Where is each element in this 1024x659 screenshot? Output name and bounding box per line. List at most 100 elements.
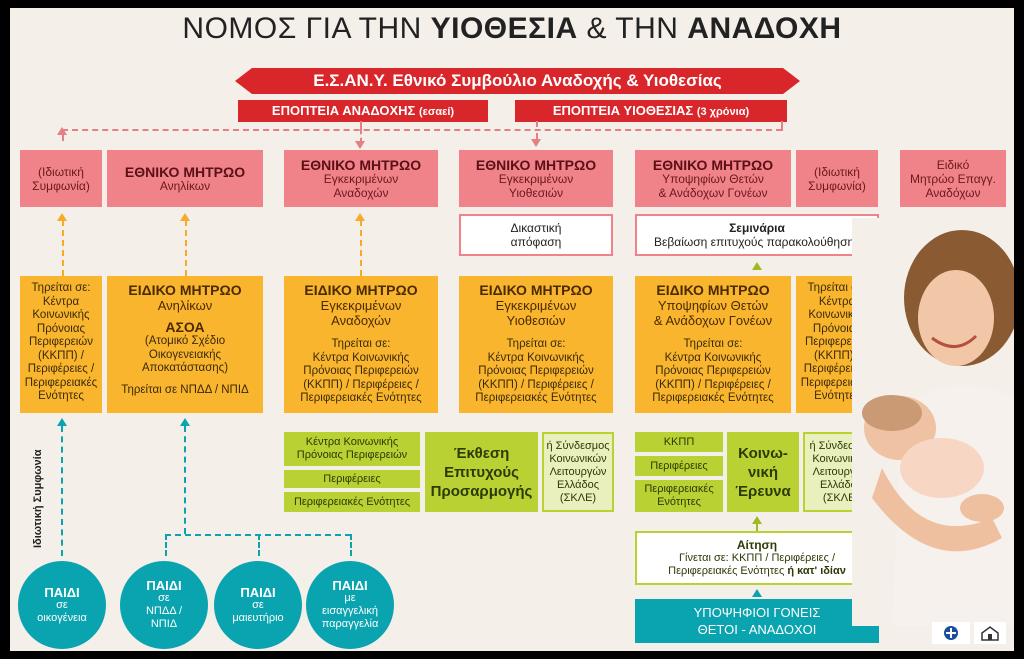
child-title: ΠΑΙΔΙ bbox=[332, 578, 368, 593]
special-registry-foster: ΕΙΔΙΚΟ ΜΗΤΡΩΟ Εγκεκριμένων Αναδοχών Τηρε… bbox=[284, 276, 438, 413]
text-line: σε bbox=[158, 592, 170, 604]
private-agreement-label: Ιδιωτική Συμφωνία bbox=[32, 449, 44, 549]
text-line: Συμφωνία) bbox=[32, 178, 90, 193]
text-line: Ενότητες bbox=[38, 390, 84, 402]
text-line: Πρόνοιας bbox=[812, 322, 862, 335]
text-line: ΝΠΙΔ bbox=[150, 618, 178, 630]
text-line: Προσαρμογής bbox=[430, 482, 533, 500]
court-decision: Δικαστική απόφαση bbox=[459, 214, 613, 256]
text-line: μαιευτήριο bbox=[232, 611, 284, 624]
registry-sub: Εγκεκριμένων bbox=[498, 171, 574, 186]
special-registry-adoption: ΕΙΔΙΚΟ ΜΗΤΡΩΟ Εγκεκριμένων Υιοθεσιών Τηρ… bbox=[459, 276, 613, 413]
text-line: Οικογενειακής bbox=[148, 348, 222, 361]
research-left-1: ΚΚΠΠ bbox=[635, 432, 723, 452]
ministry-logo-icon bbox=[932, 622, 970, 644]
adoption-supervision-note: (3 χρόνια) bbox=[696, 106, 750, 118]
text-line: Περιφερειακές bbox=[24, 376, 98, 389]
text-line: Κέντρα bbox=[42, 295, 80, 308]
text-line: Περιφερειακές Ενότητες bbox=[652, 392, 774, 404]
title-part: ΝΟΜΟΣ ΓΙΑ ΤΗΝ bbox=[182, 12, 431, 45]
seminars-sub: Βεβαίωση επιτυχούς παρακολούθησης bbox=[654, 235, 860, 249]
text-line: Περιφερειών bbox=[28, 336, 94, 348]
text-line: Περιφερειακές Ενότητες bbox=[293, 495, 411, 508]
text-line: Τηρείται σε: bbox=[31, 282, 91, 294]
registry-sub: Εγκεκριμένων bbox=[495, 298, 577, 313]
text-line: Επιτυχούς bbox=[444, 463, 519, 481]
text-line: (Ιδιωτική bbox=[814, 164, 860, 179]
private-agreement-1: (Ιδιωτική Συμφωνία) bbox=[20, 150, 102, 207]
registry-sub: Ανηλίκων bbox=[159, 178, 211, 193]
arrow-up-icon bbox=[57, 418, 67, 426]
council-banner: Ε.Σ.ΑΝ.Υ. Εθνικό Συμβούλιο Αναδοχής & Υι… bbox=[235, 68, 800, 94]
text-line: σε bbox=[252, 598, 264, 611]
application-title: Αίτηση bbox=[736, 537, 778, 552]
child-title: ΠΑΙΔΙ bbox=[240, 584, 276, 600]
arrow-up-icon bbox=[57, 213, 67, 221]
text-line: (ΚΚΠΠ) / bbox=[38, 349, 84, 362]
arrow-line bbox=[360, 220, 362, 276]
arrow-down-icon bbox=[531, 139, 541, 147]
registry-sub: Υποψηφίων Θετών bbox=[662, 171, 764, 186]
registry-sub: Υιοθεσιών bbox=[508, 185, 564, 200]
child-title: ΠΑΙΔΙ bbox=[44, 584, 80, 600]
registry-sub: & Ανάδοχων Γονέων bbox=[658, 185, 768, 200]
text-line: Ειδικό bbox=[936, 157, 970, 172]
arrow-down-icon bbox=[355, 141, 365, 149]
foster-supervision-label: ΕΠΟΠΤΕΙΑ ΑΝΑΔΟΧΗΣ bbox=[271, 103, 416, 118]
text-line: Ελλάδος bbox=[556, 478, 600, 491]
foster-supervision-note: (εσαεί) bbox=[418, 106, 455, 118]
special-registry-candidates: ΕΙΔΙΚΟ ΜΗΤΡΩΟ Υποψηφίων Θετών & Ανάδοχων… bbox=[635, 276, 791, 413]
report-right: ή Σύνδεσμος Κοινωνικών Λειτουργών Ελλάδο… bbox=[542, 432, 614, 512]
adoption-supervision-label: ΕΠΟΠΤΕΙΑ ΥΙΟΘΕΣΙΑΣ bbox=[552, 103, 694, 118]
text-line: ΘΕΤΟΙ - ΑΝΑΔΟΧΟΙ bbox=[697, 622, 817, 637]
text-line: Κοινωνικής bbox=[32, 309, 90, 321]
registry-title: ΕΘΝΙΚΟ ΜΗΤΡΩΟ bbox=[652, 156, 774, 173]
emblem-icon bbox=[944, 626, 958, 640]
text-line: Κέντρα Κοινωνικής bbox=[664, 351, 762, 364]
registry-sub: Εγκεκριμένων bbox=[320, 298, 402, 313]
infographic: ΝΟΜΟΣ ΓΙΑ ΤΗΝ ΥΙΟΘΕΣΙΑ & ΤΗΝ ΑΝΑΔΟΧΗ Ε.Σ… bbox=[10, 8, 1014, 651]
research-left-2: Περιφέρειες bbox=[635, 456, 723, 476]
registry-title: ΕΙΔΙΚΟ ΜΗΤΡΩΟ bbox=[304, 282, 418, 298]
text-line: Περιφερειακές Ενότητες bbox=[300, 392, 422, 404]
text-line: με bbox=[344, 592, 356, 604]
child-in-maternity: ΠΑΙΔΙ σε μαιευτήριο bbox=[214, 561, 302, 649]
supervision-connector bbox=[62, 129, 782, 131]
registry-sub: Ανηλίκων bbox=[157, 298, 213, 313]
text-line: σε bbox=[56, 598, 68, 611]
registry-title: ΕΙΔΙΚΟ ΜΗΤΡΩΟ bbox=[656, 282, 770, 298]
text-line: Κέντρα Κοινωνικής bbox=[487, 351, 585, 364]
connector-adoption bbox=[536, 121, 538, 139]
text-line: Αναδόχων bbox=[925, 185, 981, 200]
title-part: & ΤΗΝ bbox=[577, 12, 688, 45]
national-registry-adoption: ΕΘΝΙΚΟ ΜΗΤΡΩΟ Εγκεκριμένων Υιοθεσιών bbox=[459, 150, 613, 207]
registry-title: ΕΙΔΙΚΟ ΜΗΤΡΩΟ bbox=[479, 282, 593, 298]
text-line: Περιφέρειες bbox=[650, 459, 708, 472]
connector-foster-down bbox=[360, 129, 362, 143]
text-line: ΚΚΠΠ bbox=[663, 435, 695, 448]
kept-at: Τηρείται σε ΝΠΔΔ / ΝΠΙΔ bbox=[121, 383, 249, 396]
arrow-up-icon bbox=[180, 213, 190, 221]
text-line: Πρόνοιας Περιφερειών bbox=[655, 365, 771, 377]
text-line: Συμφωνία) bbox=[808, 178, 866, 193]
arrow-up-icon bbox=[752, 516, 762, 524]
arrow-up-icon bbox=[752, 262, 762, 270]
text-line: Κοινωνικών bbox=[549, 452, 607, 465]
text-line: (ΚΚΠΠ) / Περιφέρειες / bbox=[303, 378, 419, 391]
text-line: ή κατ' ιδίαν bbox=[787, 564, 846, 577]
text-line: Κοινωνικής bbox=[808, 309, 866, 321]
report-left-2: Περιφέρειες bbox=[284, 470, 420, 488]
text-line: Τηρείται σε: bbox=[807, 282, 867, 294]
text-line: Περιφερειακές Ενότητες bbox=[668, 564, 788, 577]
house-logo-icon bbox=[974, 622, 1006, 644]
registry-sub: Εγκεκριμένων bbox=[323, 171, 399, 186]
text-line: Τηρείται σε: bbox=[683, 338, 743, 350]
seminars: Σεμινάρια Βεβαίωση επιτυχούς παρακολούθη… bbox=[635, 214, 879, 256]
adoption-supervision: ΕΠΟΠΤΕΙΑ ΥΙΟΘΕΣΙΑΣ (3 χρόνια) bbox=[515, 100, 787, 122]
registry-title: ΕΘΝΙΚΟ ΜΗΤΡΩΟ bbox=[300, 156, 422, 173]
arrow-up-icon bbox=[57, 127, 67, 135]
text-line: Κέντρα bbox=[818, 295, 856, 308]
national-registry-minors: ΕΘΝΙΚΟ ΜΗΤΡΩΟ Ανηλίκων bbox=[107, 150, 263, 207]
arrow-up-icon bbox=[355, 213, 365, 221]
child-in-institution: ΠΑΙΔΙ σε ΝΠΔΔ / ΝΠΙΔ bbox=[120, 561, 208, 649]
